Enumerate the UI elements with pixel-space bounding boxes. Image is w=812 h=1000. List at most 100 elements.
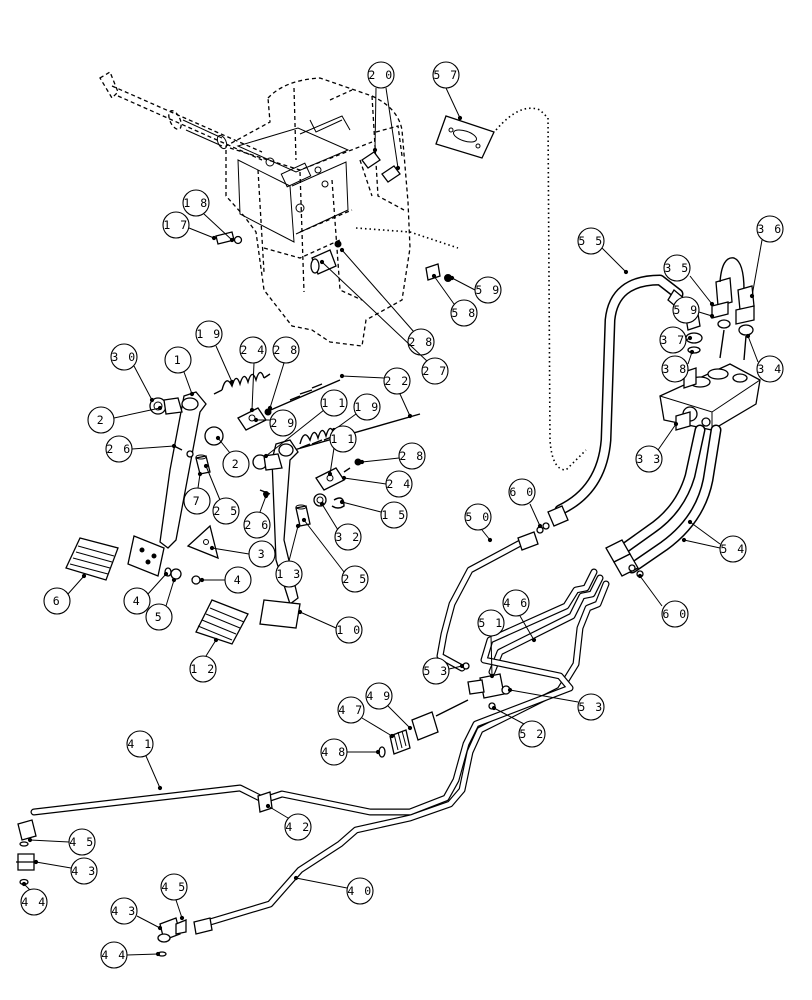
callout-c44b: 4 4 <box>100 941 161 969</box>
callout-circle <box>100 941 128 969</box>
leader-arrow <box>407 413 413 419</box>
callout-c7: 7 <box>183 471 211 515</box>
pedestal-console <box>225 77 459 347</box>
leader-line <box>601 247 627 273</box>
fitting-42 <box>257 791 273 813</box>
callout-c19a: 1 9 <box>195 320 235 385</box>
callout-number: 5 0 <box>465 510 490 524</box>
leader-line <box>374 87 377 151</box>
bushing-30-2 <box>149 397 224 446</box>
leader-arrow <box>199 577 205 583</box>
leader-line <box>698 311 713 317</box>
callout-number: 6 0 <box>662 607 687 621</box>
callout-c26b: 2 6 <box>243 493 271 539</box>
pedal-pad-12 <box>195 599 249 645</box>
callout-c36: 3 6 <box>749 215 784 299</box>
callout-number: 1 9 <box>354 400 379 414</box>
callout-c60a: 6 0 <box>508 478 543 529</box>
callout-circle <box>577 227 605 255</box>
callout-circle <box>464 503 492 531</box>
fitting-47-48-49 <box>378 699 469 758</box>
leader-arrow <box>203 463 209 469</box>
leader-arrow <box>211 235 217 241</box>
callout-circle <box>126 730 154 758</box>
fitting-20 <box>361 151 401 183</box>
callout-number: 4 8 <box>321 745 346 759</box>
leader-arrow <box>673 421 679 427</box>
tee-fitting-51 <box>462 662 511 710</box>
leader-line <box>639 575 663 607</box>
leader-line <box>361 457 400 463</box>
callout-c24b: 2 4 <box>341 470 413 498</box>
callout-circle <box>320 389 348 417</box>
callout-circle <box>162 211 190 239</box>
routing-path <box>495 107 587 471</box>
leader-line <box>295 877 348 889</box>
callout-circle <box>719 535 747 563</box>
callout-circle <box>635 445 663 473</box>
callout-c13a: 1 3 <box>275 523 303 588</box>
leader-line <box>265 409 325 457</box>
callout-c54: 5 4 <box>681 519 747 563</box>
leader-arrow <box>81 573 87 579</box>
callout-number: 1 9 <box>196 327 221 341</box>
callout-c33: 3 3 <box>635 421 679 473</box>
leader-line <box>321 503 339 531</box>
callout-number: 4 5 <box>69 835 94 849</box>
leader-arrow <box>215 435 221 441</box>
leader-line <box>689 521 721 545</box>
leader-arrow <box>359 459 365 465</box>
callout-c28a: 2 8 <box>339 247 435 356</box>
callout-circle <box>105 435 133 463</box>
brake-pedal-left <box>127 391 207 577</box>
hoses-54 <box>605 424 722 578</box>
callout-circle <box>661 355 689 383</box>
leader-arrow <box>407 725 413 731</box>
leader-line <box>321 261 429 363</box>
callout-c40: 4 0 <box>293 875 374 905</box>
hose-55 <box>547 274 687 527</box>
callout-number: 5 5 <box>578 234 603 248</box>
leader-line <box>445 87 461 119</box>
callout-number: 5 1 <box>478 616 503 630</box>
leader-line <box>197 473 201 489</box>
callout-number: 3 4 <box>757 362 782 376</box>
callout-number: 2 8 <box>273 343 298 357</box>
callout-circle <box>275 560 303 588</box>
callout-number: 4 3 <box>111 904 136 918</box>
callout-circle <box>248 540 276 568</box>
callout-number: 4 9 <box>366 689 391 703</box>
leader-arrow <box>487 537 493 543</box>
callout-circle <box>353 393 381 421</box>
callout-circle <box>661 600 689 628</box>
callout-c43a: 4 3 <box>33 857 98 885</box>
callout-c45a: 4 5 <box>27 828 96 856</box>
leader-arrow <box>491 705 497 711</box>
callout-circle <box>224 566 252 594</box>
leader-arrow <box>171 577 177 583</box>
leader-arrow <box>339 247 345 253</box>
callout-circle <box>756 355 784 383</box>
callout-c28b: 2 8 <box>267 336 300 411</box>
leader-arrow <box>249 407 255 413</box>
leader-line <box>205 465 221 501</box>
leader-line <box>689 275 713 305</box>
leader-arrow <box>623 269 629 275</box>
callout-number: 3 8 <box>662 362 687 376</box>
callout-c53b: 5 3 <box>507 687 605 721</box>
callout-circle <box>398 442 426 470</box>
callout-circle <box>320 738 348 766</box>
callout-number: 1 2 <box>190 662 215 676</box>
callout-circle <box>477 609 505 637</box>
callout-number: 4 3 <box>71 864 96 878</box>
clevis-24-right <box>315 458 362 491</box>
callout-c59b: 5 9 <box>672 296 715 324</box>
leader-arrow <box>155 951 161 957</box>
callout-circle <box>87 406 115 434</box>
leader-arrow <box>229 379 235 385</box>
callout-circle <box>380 501 408 529</box>
callout-c52: 5 2 <box>491 705 546 748</box>
callout-c57: 5 7 <box>432 61 463 121</box>
callout-c24a: 2 4 <box>239 336 267 413</box>
